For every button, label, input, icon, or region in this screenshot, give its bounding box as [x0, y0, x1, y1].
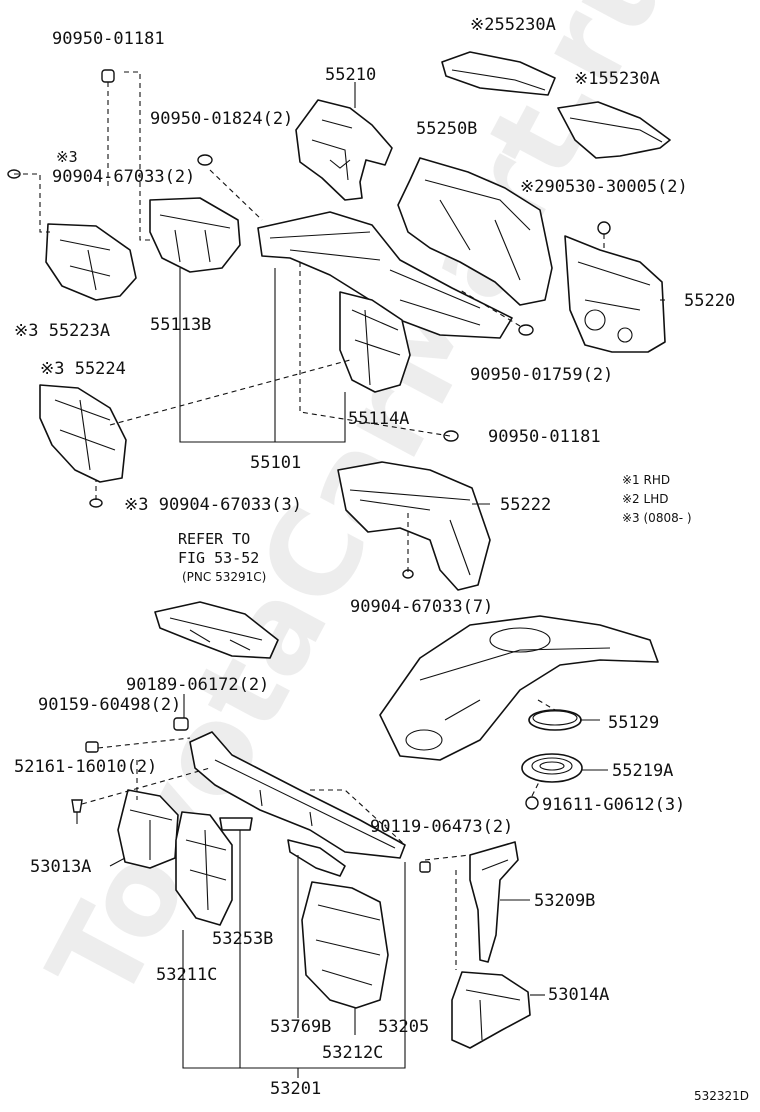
label-53014a: 53014A [548, 985, 609, 1005]
part-53201-support[interactable] [189, 731, 406, 859]
label-90950-01181-mid: 90950-01181 [488, 427, 601, 447]
label-55223a: ※3 55223A [14, 321, 110, 341]
label-55210: 55210 [325, 65, 376, 85]
label-55114a: 55114A [348, 409, 409, 429]
label-55219a: 55219A [612, 761, 673, 781]
label-90904-67033-2: 90904-67033(2) [52, 167, 195, 187]
fastener-90189-06172[interactable] [173, 717, 189, 731]
fastener-90159-60498[interactable] [85, 741, 99, 753]
part-53211c[interactable] [175, 811, 233, 926]
figure-code: 532321D [694, 1089, 749, 1103]
fastener-90904-67033-3[interactable] [89, 498, 103, 508]
part-55219a[interactable] [521, 753, 583, 783]
part-53253b[interactable] [219, 817, 253, 831]
fastener-90950-01181-top[interactable] [101, 69, 115, 83]
label-90189-06172: 90189-06172(2) [126, 675, 269, 695]
refer-line1: REFER TO [178, 530, 250, 548]
label-mark3-a: ※3 [56, 148, 78, 166]
fastener-52161-16010[interactable] [71, 799, 83, 824]
part-55129[interactable] [528, 709, 582, 731]
label-53211c: 53211C [156, 965, 217, 985]
label-90950-01759: 90950-01759(2) [470, 365, 613, 385]
label-53253b: 53253B [212, 929, 273, 949]
label-52161-16010: 52161-16010(2) [14, 757, 157, 777]
fastener-90119-06473[interactable] [419, 861, 431, 873]
label-55113b: 55113B [150, 315, 211, 335]
part-55113b[interactable] [149, 197, 241, 273]
part-53209b[interactable] [469, 841, 519, 963]
label-55230a-lhd: ※255230A [470, 15, 556, 35]
label-55101: 55101 [250, 453, 301, 473]
label-90119-06473: 90119-06473(2) [370, 817, 513, 837]
legend-date: ※3 (0808- ) [622, 511, 692, 525]
label-90950-01824: 90950-01824(2) [150, 109, 293, 129]
label-55224: ※3 55224 [40, 359, 126, 379]
label-90950-01181-top: 90950-01181 [52, 29, 165, 49]
label-90904-67033-7: 90904-67033(7) [350, 597, 493, 617]
label-53013a: 53013A [30, 857, 91, 877]
part-55223a[interactable] [45, 223, 137, 301]
part-55250b[interactable] [397, 157, 553, 306]
fastener-90950-01181-mid[interactable] [443, 430, 459, 442]
legend-rhd: ※1 RHD [622, 473, 670, 487]
part-cowl-panel[interactable] [379, 615, 659, 761]
label-53205: 53205 [378, 1017, 429, 1037]
part-55222[interactable] [337, 461, 491, 591]
fastener-90530-30005[interactable] [597, 221, 611, 235]
refer-line3: (PNC 53291C) [182, 570, 266, 584]
part-refer-53291c[interactable] [154, 601, 279, 659]
part-55114a[interactable] [339, 291, 411, 393]
fastener-90950-01759[interactable] [518, 324, 534, 336]
label-55129: 55129 [608, 713, 659, 733]
part-55230a-lhd[interactable] [441, 51, 556, 96]
label-55230a-rhd: ※155230A [574, 69, 660, 89]
refer-line2: FIG 53-52 [178, 549, 259, 567]
part-55210[interactable] [295, 99, 393, 201]
label-53769b: 53769B [270, 1017, 331, 1037]
label-90159-60498: 90159-60498(2) [38, 695, 181, 715]
part-53212c[interactable] [301, 881, 389, 1009]
label-90904-67033-3: ※3 90904-67033(3) [124, 495, 302, 515]
part-55101[interactable] [257, 211, 513, 339]
part-53769b[interactable] [287, 839, 346, 877]
label-53201: 53201 [270, 1079, 321, 1099]
part-55230a-rhd[interactable] [557, 101, 671, 159]
part-55224[interactable] [39, 384, 127, 483]
label-55250b: 55250B [416, 119, 477, 139]
label-53212c: 53212C [322, 1043, 383, 1063]
part-53014a[interactable] [451, 971, 531, 1049]
part-55220[interactable] [564, 235, 666, 353]
label-91611-g0612: 91611-G0612(3) [542, 795, 685, 815]
label-53209b: 53209B [534, 891, 595, 911]
legend-lhd: ※2 LHD [622, 492, 668, 506]
fastener-90950-01824[interactable] [197, 154, 213, 166]
label-55220: 55220 [684, 291, 735, 311]
part-53013a[interactable] [117, 789, 179, 869]
fastener-91611-g0612[interactable] [525, 796, 539, 810]
label-90530-30005: ※290530-30005(2) [520, 177, 688, 197]
label-55222: 55222 [500, 495, 551, 515]
